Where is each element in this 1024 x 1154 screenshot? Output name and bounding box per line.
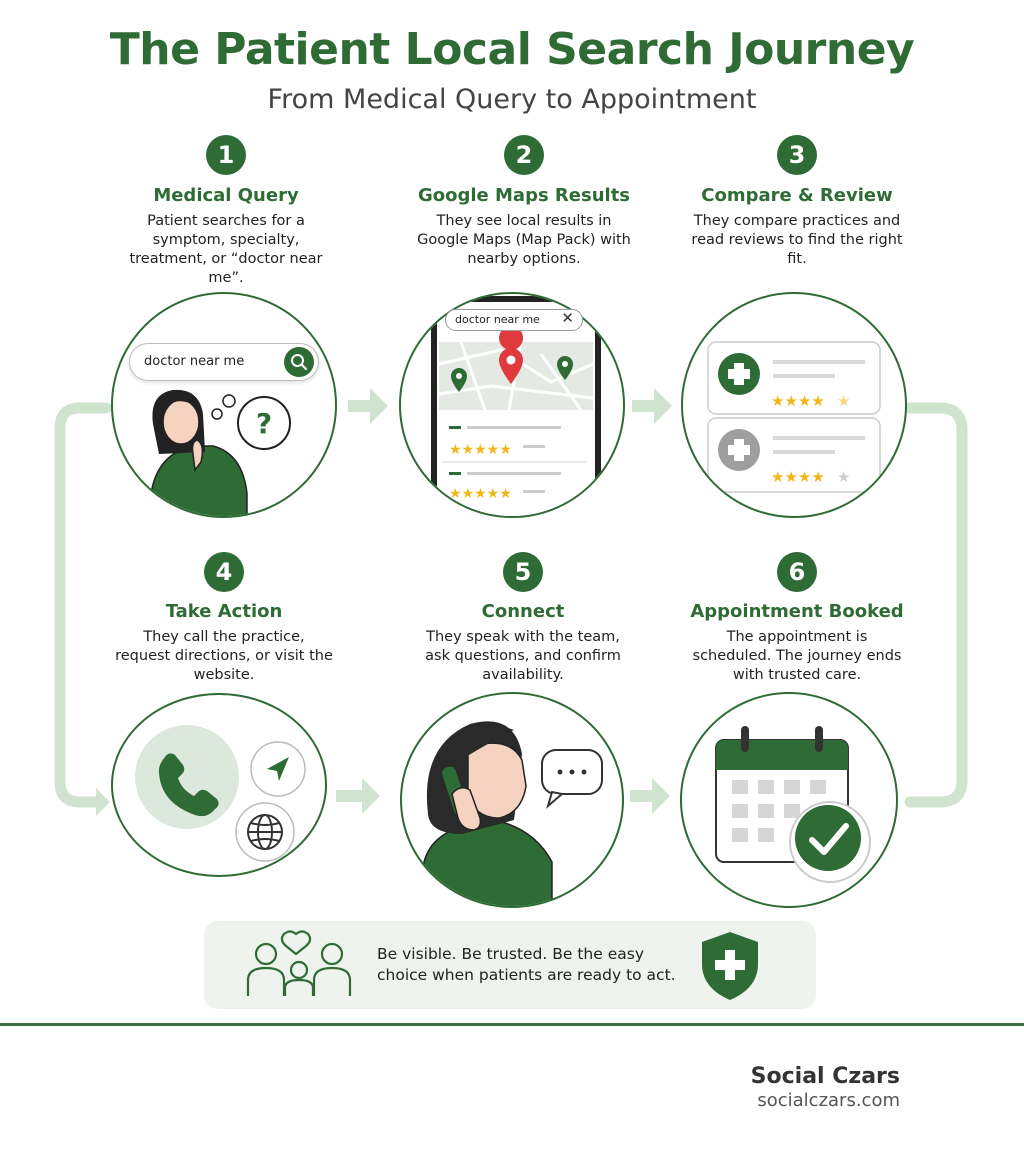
navigation-icon (267, 757, 289, 781)
step-2-search-text: doctor near me (455, 313, 540, 326)
step-2-number: 2 (504, 135, 544, 175)
step-4-illustration (111, 693, 327, 877)
action-icons (135, 725, 306, 862)
step-5-description: They speak with the team, ask questions,… (425, 629, 621, 683)
step-3-description: They compare practices and read reviews … (691, 213, 903, 267)
step-3-title: Compare & Review (701, 185, 893, 206)
woman-on-phone-icon (419, 721, 603, 906)
brand-url[interactable]: socialczars.com (757, 1090, 900, 1111)
svg-text:?: ? (256, 407, 272, 440)
banner-message: Be visible. Be trusted. Be the easy choi… (377, 945, 676, 984)
step-1-search-bar: doctor near me (129, 343, 319, 381)
close-icon: ✕ (561, 309, 574, 327)
step-4-title: Take Action (165, 601, 283, 622)
step-4-number: 4 (204, 552, 244, 592)
step-5-illustration (400, 692, 624, 908)
svg-text:★★★★: ★★★★ (771, 468, 825, 486)
page-subtitle: From Medical Query to Appointment (267, 84, 757, 115)
step-5-number: 5 (503, 552, 543, 592)
step-6-number: 6 (777, 552, 817, 592)
review-cards-icon: ★★★★ ★ ★★★★ ★ (707, 341, 881, 493)
svg-text:★: ★ (837, 468, 850, 486)
svg-text:★★★★: ★★★★ (771, 392, 825, 410)
step-1-search-text: doctor near me (144, 354, 245, 369)
step-2-description: They see local results in Google Maps (M… (417, 213, 631, 267)
step-1-title: Medical Query (153, 185, 299, 206)
calendar-check-icon (715, 726, 871, 883)
svg-text:★: ★ (837, 392, 850, 410)
step-2-title: Google Maps Results (417, 185, 631, 206)
step-6-title: Appointment Booked (690, 601, 904, 622)
thinking-woman-icon: ? (145, 389, 291, 516)
step-6-illustration (680, 692, 898, 908)
step-3-illustration: ★★★★ ★ ★★★★ ★ (681, 292, 907, 518)
svg-text:★★★★★: ★★★★★ (449, 486, 512, 502)
step-1-number: 1 (206, 135, 246, 175)
people-heart-icon (246, 930, 352, 996)
step-3-number: 3 (777, 135, 817, 175)
rating-stars: ★★★★★ (449, 442, 512, 458)
step-4-description: They call the practice, request directio… (115, 629, 333, 683)
step-6-description: The appointment is scheduled. The journe… (692, 629, 902, 683)
step-1-illustration: ? (111, 292, 337, 518)
phone-map-icon: ★★★★★ ★★★★★ (431, 296, 601, 516)
brand-name: Social Czars (750, 1064, 900, 1089)
footer-divider (0, 1023, 1024, 1026)
step-2-search-bar: doctor near me ✕ (445, 309, 583, 331)
shield-cross-icon (702, 932, 758, 1000)
step-1-description: Patient searches for a symptom, specialt… (129, 213, 323, 286)
step-5-title: Connect (481, 601, 565, 622)
svg-text:★★★★★: ★★★★★ (449, 442, 512, 458)
page-title: The Patient Local Search Journey (109, 24, 915, 75)
search-icon (284, 346, 314, 377)
